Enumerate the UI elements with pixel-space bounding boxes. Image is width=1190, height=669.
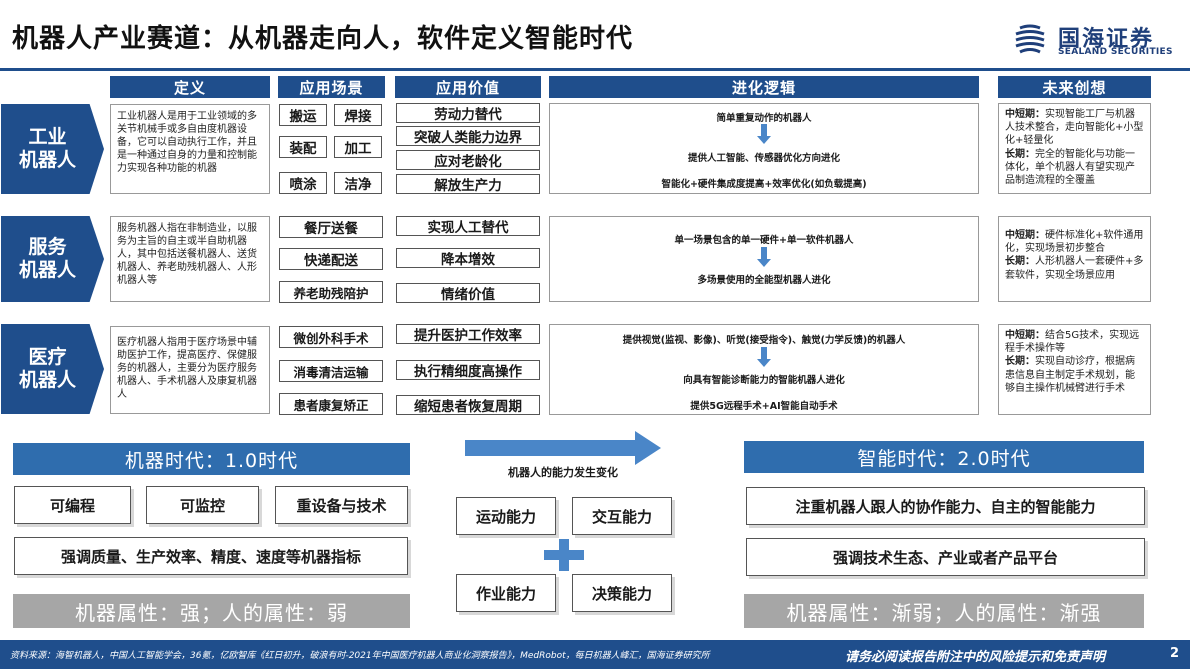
evolution-box-service: 单一场景包含的单一硬件+单一软件机器人 多场景使用的全能型机器人进化 (549, 216, 979, 302)
era1-tag: 可编程 (14, 486, 131, 524)
future-short-label: 中短期： (1005, 330, 1045, 341)
value-tag: 解放生产力 (396, 174, 540, 194)
future-short-text: 实现智能工厂与机器人技术整合，走向智能化+小型化+轻量化 (1005, 109, 1144, 147)
value-tag: 缩短患者恢复周期 (396, 395, 540, 415)
header-divider (0, 68, 1190, 71)
row-label-service: 服务 机器人 (1, 216, 104, 302)
evolution-box-industrial: 简单重复动作的机器人 提供人工智能、传感器优化方向进化 智能化+硬件集成度提高+… (549, 103, 979, 194)
down-arrow-icon (757, 247, 771, 267)
era1-metrics: 强调质量、生产效率、精度、速度等机器指标 (14, 537, 408, 575)
value-tag: 实现人工替代 (396, 216, 540, 236)
future-short-label: 中短期： (1005, 109, 1045, 120)
row-label-medical: 医疗 机器人 (1, 324, 104, 414)
evolution-step: 提供人工智能、传感器优化方向进化 (687, 153, 840, 164)
value-tag: 应对老龄化 (396, 150, 540, 170)
sealand-logo-mark-icon (1015, 24, 1045, 54)
page-number: 2 (1170, 646, 1180, 661)
footer-source: 资料来源：海智机器人，中国人工智能学会，36氪，亿欧智库《红日初升，破浪有时-2… (10, 651, 710, 661)
evolution-step: 向具有智能诊断能力的智能机器人进化 (683, 375, 845, 386)
footer-bar: 资料来源：海智机器人，中国人工智能学会，36氪，亿欧智库《红日初升，破浪有时-2… (0, 640, 1190, 669)
future-long-label: 长期： (1005, 148, 1035, 160)
value-tag: 执行精细度高操作 (396, 360, 540, 380)
logo-english-name: SEALAND SECURITIES (1058, 47, 1173, 57)
capability-box: 作业能力 (456, 574, 556, 612)
era1-banner: 机器时代：1.0时代 (13, 443, 410, 475)
evolution-step: 多场景使用的全能型机器人进化 (697, 275, 831, 286)
scene-tag: 加工 (334, 136, 382, 158)
scene-tag: 洁净 (334, 172, 382, 194)
era1-tag: 可监控 (146, 486, 259, 524)
era1-tag: 重设备与技术 (275, 486, 408, 524)
definition-medical: 医疗机器人指用于医疗场景中辅助医护工作，提高医疗、保健服务的机器人，主要分为医疗… (110, 326, 270, 414)
evolution-step: 单一场景包含的单一硬件+单一软件机器人 (674, 235, 854, 246)
era2-item: 强调技术生态、产业或者产品平台 (746, 538, 1145, 576)
evolution-step: 智能化+硬件集成度提高+效率优化(如负载提高) (661, 179, 867, 190)
capability-box: 决策能力 (572, 574, 672, 612)
value-tag: 提升医护工作效率 (396, 324, 540, 344)
scene-tag: 快递配送 (279, 248, 383, 270)
value-tag: 突破人类能力边界 (396, 126, 540, 146)
sealand-logo: 国海证券 SEALAND SECURITIES (1012, 20, 1182, 62)
future-short-text: 硬件标准化+软件通用化，实现场景初步整合 (1005, 230, 1144, 255)
future-long-label: 长期： (1005, 256, 1035, 268)
scene-tag: 喷涂 (279, 172, 327, 194)
scene-tag: 微创外科手术 (279, 326, 383, 348)
future-box-industrial: 中短期：实现智能工厂与机器人技术整合，走向智能化+小型化+轻量化 长期：完全的智… (998, 103, 1151, 194)
scene-tag: 装配 (279, 136, 327, 158)
scene-tag: 焊接 (334, 104, 382, 126)
scene-tag: 餐厅送餐 (279, 216, 383, 238)
column-header-value: 应用价值 (395, 76, 541, 98)
era1-attribute-banner: 机器属性：强；人的属性：弱 (13, 594, 410, 628)
scene-tag: 养老助残陪护 (279, 281, 383, 303)
capability-box: 运动能力 (456, 497, 556, 535)
value-tag: 情绪价值 (396, 283, 540, 303)
future-long-text: 人形机器人一套硬件+多套软件，实现全场景应用 (1005, 256, 1144, 281)
scene-tag: 患者康复矫正 (279, 393, 383, 415)
logo-chinese-name: 国海证券 (1058, 27, 1155, 52)
value-tag: 劳动力替代 (396, 103, 540, 123)
future-box-service: 中短期：硬件标准化+软件通用化，实现场景初步整合 长期：人形机器人一套硬件+多套… (998, 216, 1151, 302)
column-header-scenarios: 应用场景 (278, 76, 385, 98)
scene-tag: 搬运 (279, 104, 327, 126)
future-short-label: 中短期： (1005, 230, 1045, 241)
future-long-text: 完全的智能化与功能一体化，单个机器人有望实现产品制造流程的全覆盖 (1005, 148, 1135, 186)
capability-box: 交互能力 (572, 497, 672, 535)
era2-banner: 智能时代：2.0时代 (744, 441, 1144, 473)
capability-change-caption: 机器人的能力发生变化 (508, 466, 618, 479)
evolution-step: 提供视觉(监视、影像)、听觉(接受指令)、触觉(力学反馈)的机器人 (622, 335, 906, 346)
scene-tag: 消毒清洁运输 (279, 360, 383, 382)
era2-item: 注重机器人跟人的协作能力、自主的智能能力 (746, 487, 1145, 525)
era2-attribute-banner: 机器属性：渐弱；人的属性：渐强 (744, 594, 1144, 628)
evolution-step: 提供5G远程手术+AI智能自动手术 (690, 401, 838, 412)
future-short-text: 结合5G技术，实现远程手术操作等 (1005, 330, 1140, 355)
definition-service: 服务机器人指在非制造业，以服务为主旨的自主或半自助机器人，其中包括送餐机器人、送… (110, 216, 270, 302)
page-title: 机器人产业赛道：从机器走向人，软件定义智能时代 (12, 24, 634, 54)
row-label-industrial: 工业 机器人 (1, 104, 104, 194)
footer-disclaimer[interactable]: 请务必阅读报告附注中的风险提示和免责声明 (845, 650, 1106, 665)
down-arrow-icon (757, 347, 771, 367)
evolution-box-medical: 提供视觉(监视、影像)、听觉(接受指令)、触觉(力学反馈)的机器人 向具有智能诊… (549, 324, 979, 415)
definition-industrial: 工业机器人是用于工业领域的多关节机械手或多自由度机器设备，它可以自动执行工作，并… (110, 104, 270, 194)
value-tag: 降本增效 (396, 248, 540, 268)
column-header-definition: 定义 (110, 76, 270, 98)
column-header-future: 未来创想 (998, 76, 1151, 98)
column-header-evolution: 进化逻辑 (549, 76, 979, 98)
future-long-text: 实现自动诊疗，根据病患信息自主制定手术规划，能够自主操作机械臂进行手术 (1005, 356, 1135, 394)
plus-icon (544, 539, 584, 571)
down-arrow-icon (757, 124, 771, 144)
future-long-label: 长期： (1005, 356, 1035, 368)
right-arrow-icon (465, 431, 661, 465)
evolution-step: 简单重复动作的机器人 (716, 113, 812, 124)
future-box-medical: 中短期：结合5G技术，实现远程手术操作等 长期：实现自动诊疗，根据病患信息自主制… (998, 324, 1151, 415)
